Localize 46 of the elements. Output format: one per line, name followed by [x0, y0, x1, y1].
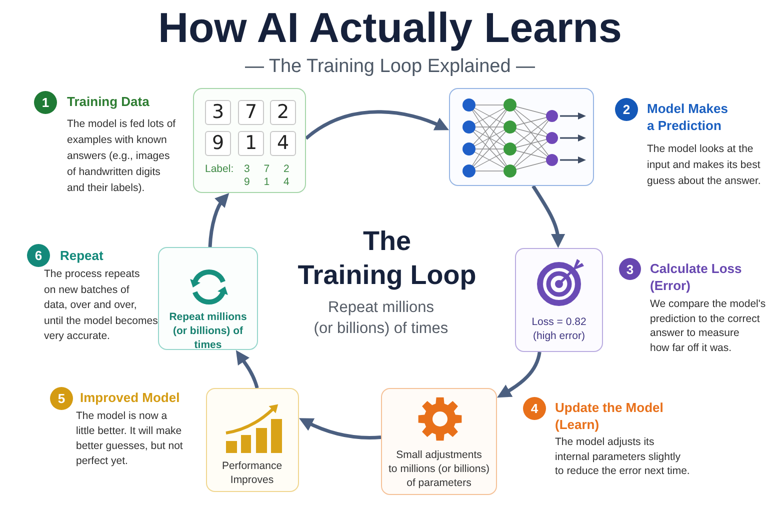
step-card	[158, 247, 258, 350]
subtitle: — The Training Loop Explained —	[244, 55, 536, 78]
label-values: 3 7 2 9 1 4	[244, 163, 290, 189]
step-heading: Model Makes a Prediction	[647, 100, 728, 134]
center-subheading: Repeat millions (or billions) of times	[314, 298, 448, 339]
step-heading: Update the Model (Learn)	[555, 399, 664, 433]
card-caption: Repeat millions (or billions) of times	[169, 310, 247, 352]
step-description: The model looks at the input and makes its best guess about the answer.	[647, 142, 761, 189]
digit-tile: 2	[270, 100, 296, 125]
step-heading: Calculate Loss (Error)	[650, 260, 742, 294]
arrow	[298, 418, 382, 440]
step-heading: Repeat	[60, 247, 104, 264]
card-caption: Small adjustments to millions (or billions) of parameters	[388, 448, 490, 490]
step-card	[193, 88, 306, 193]
step-card	[206, 388, 299, 492]
digit-tile: 9	[205, 131, 231, 156]
arrow	[532, 185, 565, 248]
card-caption: Performance Improves	[222, 459, 282, 487]
step-description: The model is fed lots of examples with known answers (e.g., images of handwritten digits and their labels).	[67, 117, 176, 196]
step-number: 1	[34, 91, 57, 114]
label-heading: Label:	[205, 163, 234, 176]
arrow	[236, 350, 259, 388]
step-card	[381, 388, 497, 495]
step-card	[515, 248, 603, 352]
step-heading: Improved Model	[80, 389, 180, 406]
arrow	[208, 192, 229, 248]
arrow	[304, 110, 450, 140]
digit-tile: 4	[270, 131, 296, 156]
diagram-title: How AI Actually Learns	[158, 4, 622, 52]
step-number: 2	[615, 98, 638, 121]
step-number: 3	[619, 258, 641, 280]
step-heading: Training Data	[67, 93, 150, 110]
step-description: The process repeats on new batches of data, over and over, until the model becomes very accurate.	[44, 267, 158, 344]
step-number: 4	[523, 397, 546, 420]
step-number: 5	[50, 387, 73, 410]
step-description: We compare the model's prediction to the correct answer to measure how far off it was.	[650, 297, 766, 355]
center-heading: The Training Loop	[298, 225, 476, 292]
digit-tile: 7	[238, 100, 264, 125]
step-card	[449, 88, 594, 186]
card-caption: Loss = 0.82 (high error)	[532, 315, 586, 343]
step-number: 6	[27, 244, 50, 267]
step-description: The model adjusts its internal parameters slightly to reduce the error next time.	[555, 435, 690, 478]
step-description: The model is now a little better. It will make better guesses, but not perfect yet.	[76, 409, 183, 469]
digit-tile: 1	[238, 131, 264, 156]
digit-tile: 3	[205, 100, 231, 125]
arrow	[497, 352, 542, 398]
